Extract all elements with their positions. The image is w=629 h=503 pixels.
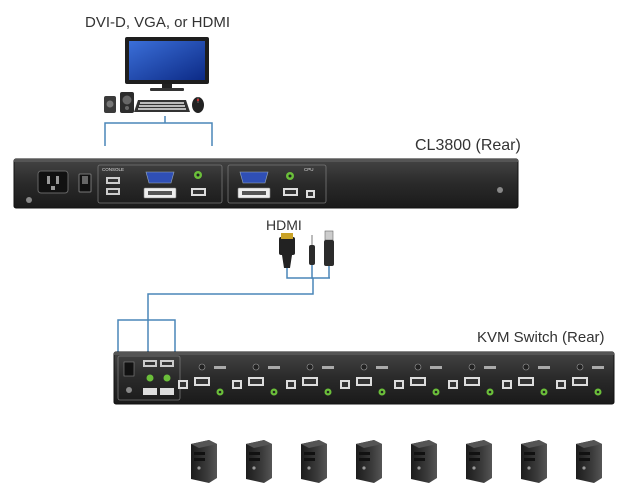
power-switch-icon — [78, 173, 92, 193]
cpu-vga-port-icon — [239, 171, 269, 184]
kvm-console-section-box — [117, 355, 181, 401]
kvm-switch-rear-label: KVM Switch (Rear) — [477, 329, 605, 346]
cpu-hdmi-port-icon — [283, 188, 298, 196]
computer-icon-6 — [466, 440, 492, 483]
cl3800-rear-label: CL3800 (Rear) — [415, 137, 521, 154]
rear-screw-icon — [497, 187, 503, 193]
monitor-icon — [125, 37, 209, 91]
cpu-usb-port-icon — [306, 190, 315, 198]
hdmi-port-icon — [191, 188, 206, 196]
computer-icon-5 — [411, 440, 437, 483]
keyboard-icon — [134, 100, 190, 112]
kvm-computer-port-6 — [448, 363, 496, 396]
cpu-section-label: CPU — [304, 167, 314, 172]
computer-icon-3 — [301, 440, 327, 483]
audio-cable-connector-icon — [309, 235, 315, 265]
cpu-section-box — [227, 164, 327, 204]
console-cables — [104, 116, 213, 146]
computer-icon-7 — [521, 440, 547, 483]
console-section-box — [97, 164, 223, 204]
audio-jack-icon — [194, 171, 202, 179]
vga-port-icon — [145, 171, 175, 184]
cpu-dvi-port-icon — [237, 187, 271, 199]
ground-screw-icon — [26, 197, 32, 203]
usb-cable-connector-icon — [324, 230, 334, 266]
mouse-icon — [192, 97, 204, 113]
computer-icon-4 — [356, 440, 382, 483]
hdmi-cable-connector-icon — [279, 233, 295, 268]
console-section-label: CONSOLE — [102, 167, 124, 172]
hdmi-label: HDMI — [266, 217, 302, 233]
computer-icon-1 — [191, 440, 217, 483]
speakers-icon — [104, 92, 134, 113]
kvm-computer-port-1 — [178, 363, 226, 396]
kvm-computer-port-4 — [340, 363, 388, 396]
kvm-computer-port-7 — [502, 363, 550, 396]
power-inlet-icon — [37, 170, 69, 194]
computer-group — [191, 440, 602, 483]
display-types-label: DVI-D, VGA, or HDMI — [85, 14, 231, 31]
kvm-computer-port-5 — [394, 363, 442, 396]
kvm-computer-port-2 — [232, 363, 280, 396]
kvm-switch-rear-panel — [113, 351, 615, 405]
cpu-audio-jack-icon — [286, 172, 294, 180]
computer-icon-2 — [246, 440, 272, 483]
bundle-cables — [117, 265, 330, 354]
usb-ports-icon — [106, 177, 120, 195]
kvm-port-group — [178, 363, 604, 396]
dvi-port-icon — [143, 187, 177, 199]
kvm-computer-port-3 — [286, 363, 334, 396]
kvm-computer-port-8 — [556, 363, 604, 396]
cl3800-rear-panel: CONSOLE CPU — [13, 158, 519, 209]
computer-icon-8 — [576, 440, 602, 483]
